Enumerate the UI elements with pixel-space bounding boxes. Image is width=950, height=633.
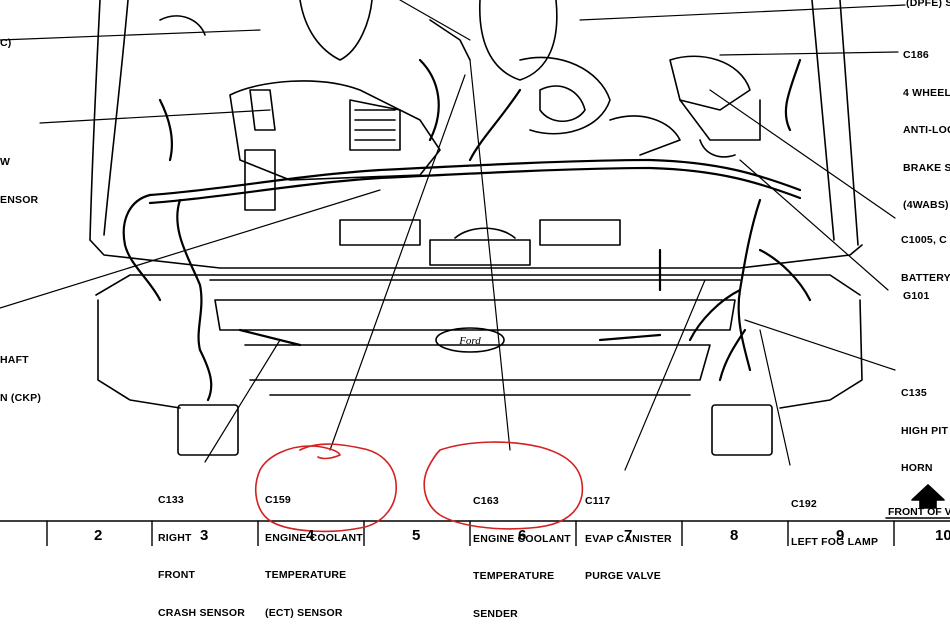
- callout-c133: C133 RIGHT FRONT CRASH SENSOR: [158, 494, 245, 619]
- callout-c192: C192 LEFT FOG LAMP: [791, 498, 879, 548]
- callout-c159: C159 ENGINE COOLANT TEMPERATURE (ECT) SE…: [265, 494, 363, 619]
- grid-number: 4: [306, 527, 315, 544]
- grid-number: 8: [730, 527, 739, 544]
- callout-ckp: HAFT N (CKP): [0, 354, 42, 404]
- wiring-harness: [122, 58, 812, 402]
- front-direction-arrow: [885, 484, 950, 519]
- red-annotation-circles: [254, 441, 584, 533]
- callout-g101: G101: [903, 290, 930, 302]
- grid-number: 10: [935, 527, 950, 544]
- engine-compartment-drawing: Ford: [0, 0, 950, 546]
- callout-dpfe: (DPFE) S: [906, 0, 950, 9]
- grid-number: 2: [94, 527, 103, 544]
- grid-number: 9: [836, 527, 845, 544]
- svg-text:Ford: Ford: [458, 335, 481, 347]
- grid-number: 6: [518, 527, 527, 544]
- callout-c186: C186 4 WHEEL ANTI-LOC BRAKE S (4WABS): [903, 49, 950, 211]
- grid-number: 5: [412, 527, 421, 544]
- red-circle-c163: [423, 441, 584, 530]
- red-circle-c159: [254, 443, 397, 533]
- grid-ruler: [0, 520, 950, 546]
- callout-c1005: C1005, C BATTERY: [901, 234, 950, 284]
- grid-number: 3: [200, 527, 209, 544]
- callout-leader-lines: [0, 0, 906, 471]
- front-of-vehicle-label: FRONT OF V: [888, 506, 950, 518]
- callout-c135: C135 HIGH PIT HORN: [901, 387, 949, 474]
- callout-left-top: C): [0, 37, 12, 49]
- grid-number: 7: [624, 527, 633, 544]
- engine-components: [159, 0, 761, 211]
- vehicle-body-outline: Ford: [89, 0, 863, 456]
- callout-c163: C163 ENGINE COOLANT TEMPERATURE SENDER: [473, 495, 571, 620]
- callout-left-sensor: W ENSOR: [0, 156, 39, 206]
